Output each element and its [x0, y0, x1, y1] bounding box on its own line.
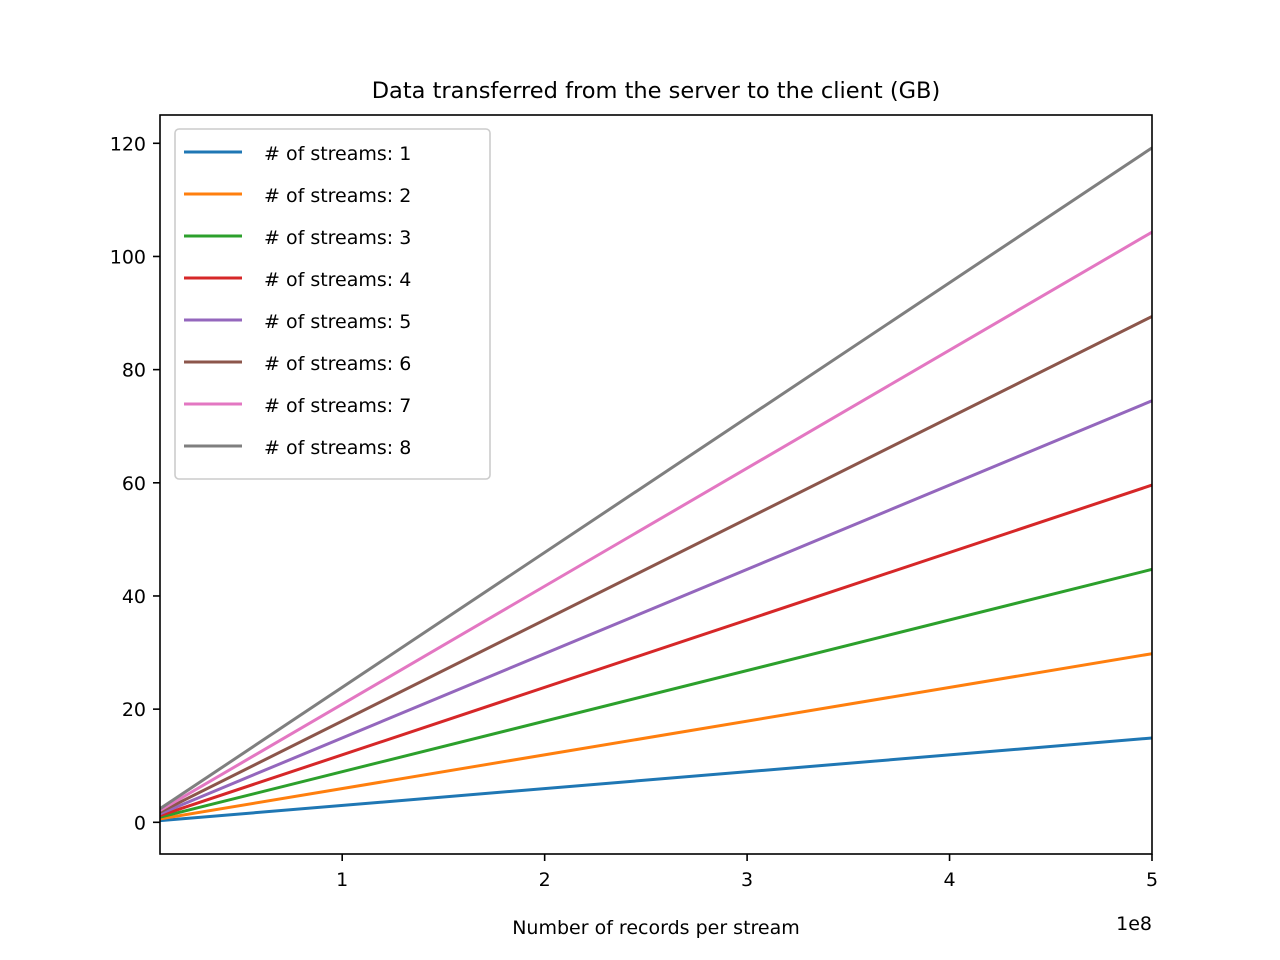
legend-label-2: # of streams: 2 [264, 185, 411, 207]
axes-frame [159, 114, 1153, 855]
legend-label-1: # of streams: 1 [264, 143, 411, 165]
legend-label-6: # of streams: 6 [264, 353, 411, 375]
series-line-1 [160, 736, 1152, 823]
series-line-4 [160, 483, 1152, 817]
x-tick-label-4: 5 [1146, 869, 1158, 891]
series-line-7 [160, 230, 1152, 812]
series-line-3 [160, 567, 1152, 819]
chart-title: Data transferred from the server to the … [372, 78, 941, 104]
legend-label-4: # of streams: 4 [264, 269, 411, 291]
legend-label-3: # of streams: 3 [264, 227, 411, 249]
series-line-2 [160, 652, 1152, 821]
y-tick-label-0: 0 [134, 812, 146, 834]
legend-label-7: # of streams: 7 [264, 395, 411, 417]
series-lines [160, 146, 1152, 823]
y-tick-label-4: 80 [122, 360, 146, 382]
series-line-5 [160, 399, 1152, 816]
x-tick-label-0: 1 [336, 869, 348, 891]
y-tick-label-6: 120 [110, 133, 146, 155]
legend-label-5: # of streams: 5 [264, 311, 411, 333]
x-tick-label-1: 2 [539, 869, 551, 891]
series-line-6 [160, 315, 1152, 814]
series-line-8 [160, 146, 1152, 810]
legend: # of streams: 1 # of streams: 2 # of strea… [174, 128, 491, 480]
x-tick-label-2: 3 [741, 869, 753, 891]
legend-box [174, 128, 491, 480]
x-axis-offset-text: 1e8 [1116, 913, 1152, 935]
y-tick-label-3: 60 [122, 473, 146, 495]
y-tick-label-5: 100 [110, 246, 146, 268]
y-tick-label-2: 40 [122, 586, 146, 608]
plot-area: 1 2 3 4 5 0 20 40 60 80 100 120 [110, 114, 1158, 891]
legend-label-8: # of streams: 8 [264, 437, 411, 459]
y-tick-label-1: 20 [122, 699, 146, 721]
x-axis-label: Number of records per stream [512, 917, 800, 939]
x-tick-label-3: 4 [944, 869, 956, 891]
